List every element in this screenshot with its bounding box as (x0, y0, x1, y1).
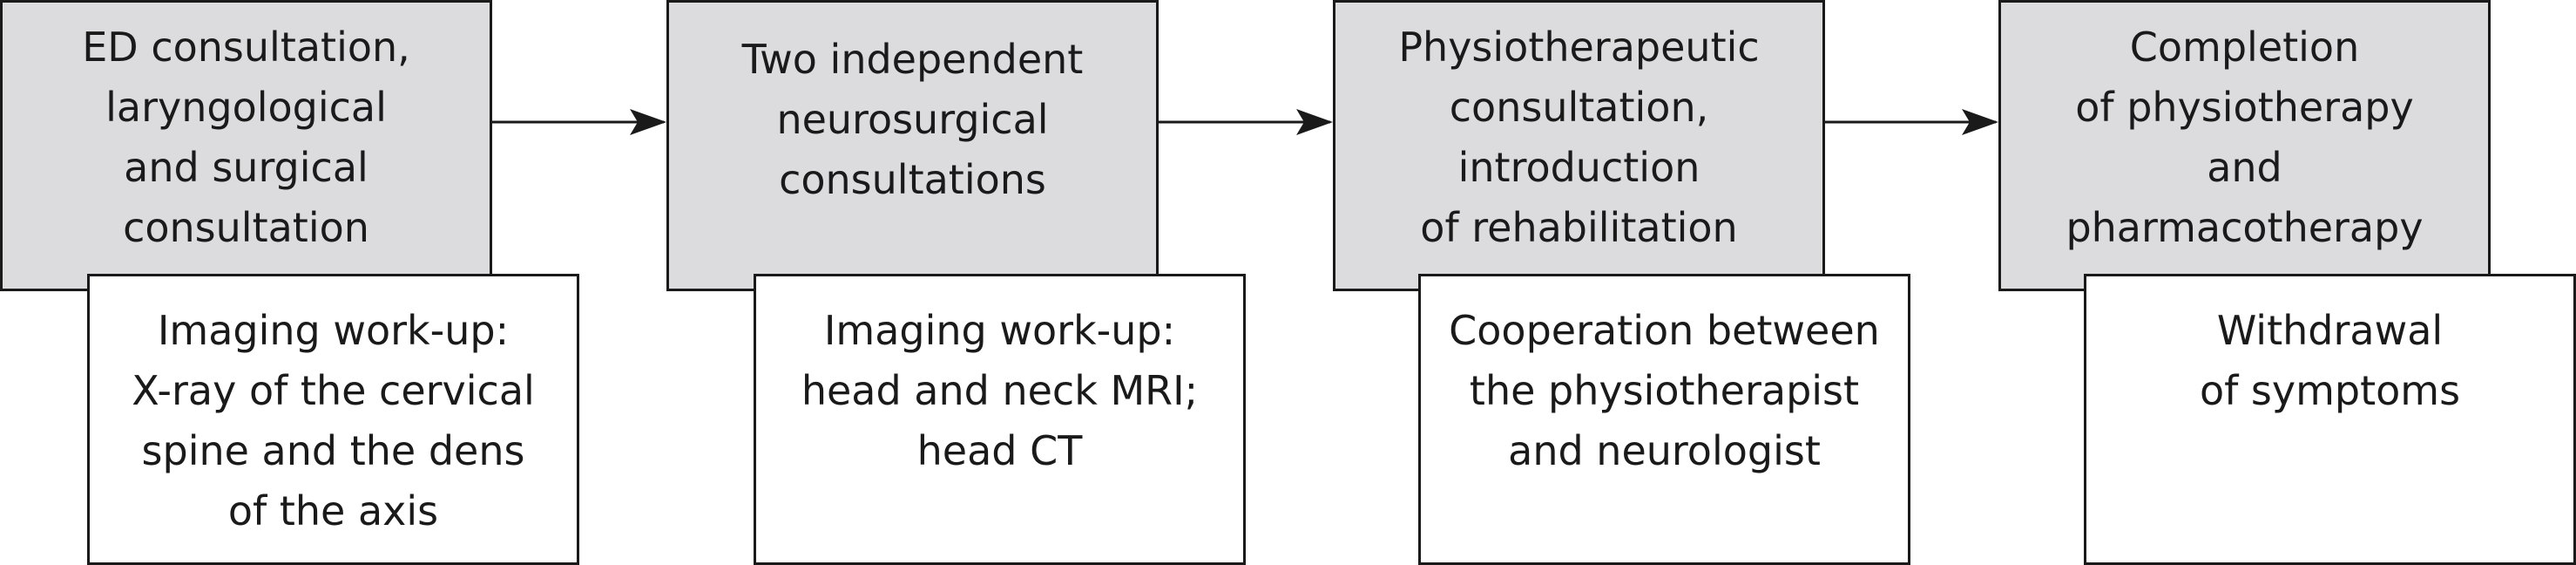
step-1-consultation-box: ED consultation, laryngological and surg… (0, 0, 492, 291)
step-1-detail-box: Imaging work-up: X-ray of the cervical s… (87, 274, 579, 565)
step-3-consultation-box: Physiotherapeutic consultation, introduc… (1333, 0, 1825, 291)
step-2-detail-box: Imaging work-up: head and neck MRI; head… (754, 274, 1246, 565)
step-1-consultation-text: ED consultation, laryngological and surg… (82, 24, 410, 251)
step-3-detail-text: Cooperation between the physiotherapist … (1449, 307, 1880, 474)
step-3-detail-box: Cooperation between the physiotherapist … (1418, 274, 1910, 565)
step-2-consultation-text: Two independent neurosurgical consultati… (741, 35, 1084, 203)
step-4-detail-text: Withdrawal of symptoms (2199, 307, 2461, 414)
step-2-detail-text: Imaging work-up: head and neck MRI; head… (801, 307, 1199, 474)
step-4-detail-box: Withdrawal of symptoms (2084, 274, 2576, 565)
step-4-consultation-box: Completion of physiotherapy and pharmaco… (1998, 0, 2491, 291)
step-3-consultation-text: Physiotherapeutic consultation, introduc… (1398, 24, 1760, 251)
step-4-consultation-text: Completion of physiotherapy and pharmaco… (2066, 24, 2424, 251)
step-1-detail-text: Imaging work-up: X-ray of the cervical s… (132, 307, 535, 534)
step-2-consultation-box: Two independent neurosurgical consultati… (666, 0, 1159, 291)
